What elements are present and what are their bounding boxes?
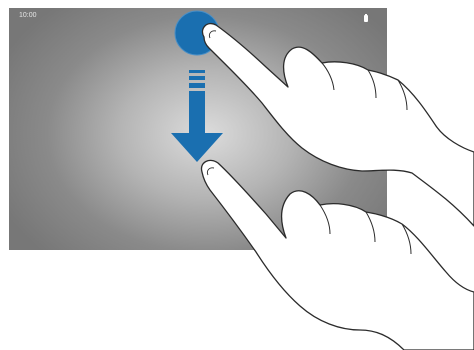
arrow-down-icon (171, 70, 223, 162)
